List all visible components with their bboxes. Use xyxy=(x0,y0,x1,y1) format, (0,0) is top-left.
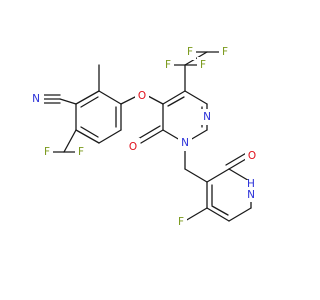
atom-f-tf-top-left: F xyxy=(187,46,193,58)
bond-pyr-2 xyxy=(184,90,208,105)
atom-pyrimidine-n3: N xyxy=(203,111,211,123)
chemical-structure: N O O N N O H N F F F F F F F xyxy=(28,44,259,230)
bond-benz-inner-1 xyxy=(80,96,99,108)
bond-benz-4 xyxy=(98,129,122,144)
atom-f-tf-top-right: F xyxy=(222,46,228,58)
bond-co-1 xyxy=(140,129,164,144)
bond-py-co-2 xyxy=(225,151,249,166)
bond-py-1 xyxy=(206,168,230,183)
atom-f-pyridine: F xyxy=(178,216,184,228)
bond-py-5 xyxy=(206,207,230,222)
bond-pyr-inner-1 xyxy=(167,96,185,107)
bond-benz-1 xyxy=(75,90,100,105)
bond-py-f xyxy=(184,207,208,222)
bond-benz-2 xyxy=(98,90,122,105)
bond-ring-o xyxy=(120,95,138,105)
bond-py-inner-1 xyxy=(211,205,229,216)
bond-o-ring xyxy=(147,95,164,105)
bonds xyxy=(43,51,252,222)
bond-pyr-1 xyxy=(162,90,186,105)
atom-pyridinone-o: O xyxy=(248,150,256,162)
atom-labels: N O O N N O H N F F F F F F F xyxy=(28,44,259,230)
bond-co-2 xyxy=(137,125,161,140)
atom-f-tf-left: F xyxy=(165,59,171,71)
bond-py-2 xyxy=(228,168,252,183)
atom-pyridine-n: N xyxy=(247,189,255,201)
bond-ch2-pyridine xyxy=(184,168,208,183)
molecule-diagram: N O O N N O H N F F F F F F F xyxy=(28,44,259,230)
atom-ether-o: O xyxy=(138,90,146,102)
bond-cn-ring xyxy=(59,98,77,105)
bond-benz-inner-3 xyxy=(80,126,99,138)
atom-nitrile-n: N xyxy=(32,93,40,105)
atom-pyrimidine-n1: N xyxy=(181,137,189,149)
bond-chf2 xyxy=(63,129,77,153)
atom-f-chf2-left: F xyxy=(44,146,50,158)
atom-pyridine-h: H xyxy=(247,178,255,190)
atom-f-chf2-right: F xyxy=(78,146,84,158)
atom-pyrimidinone-o: O xyxy=(129,141,137,153)
bond-py-4 xyxy=(228,207,252,222)
atom-f-tf-right: F xyxy=(200,59,206,71)
bond-benz-5 xyxy=(75,129,100,144)
